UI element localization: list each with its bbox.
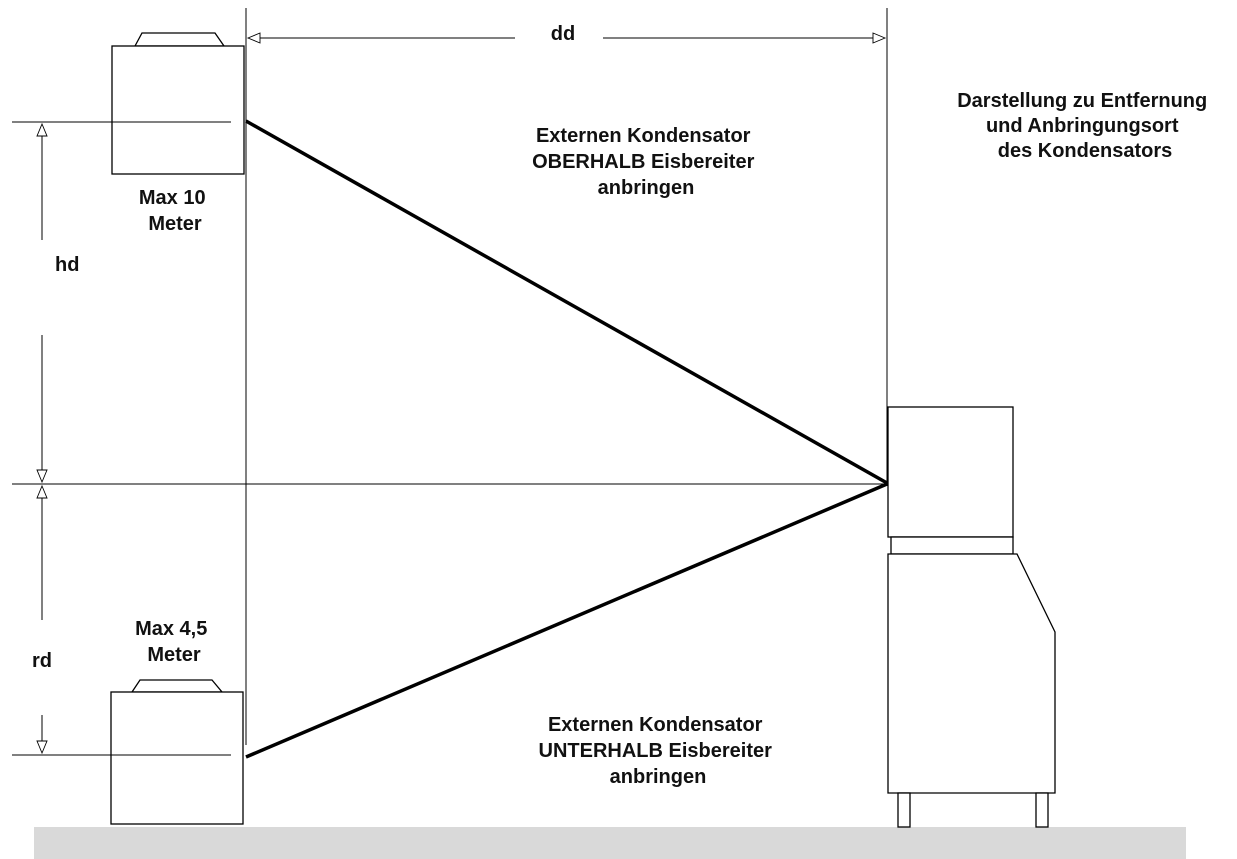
condenser-lower-body xyxy=(110,691,244,825)
condenser-upper xyxy=(111,32,245,175)
max-upper-label: Max 10 Meter xyxy=(139,187,211,235)
ice-machine-leg-right xyxy=(1035,792,1049,828)
above-instruction: Externen Kondensator OBERHALB Eisbereite… xyxy=(532,125,760,199)
below-instruction: Externen Kondensator UNTERHALB Eisbereit… xyxy=(539,714,778,788)
ice-machine-leg-left xyxy=(897,792,911,828)
rd-label: rd xyxy=(32,650,52,672)
ice-machine xyxy=(887,406,1056,828)
dd-arrowhead-left xyxy=(246,32,261,44)
condenser-upper-body xyxy=(111,45,245,175)
hd-label: hd xyxy=(55,254,79,276)
connection-line-lower xyxy=(245,482,888,759)
condenser-lower xyxy=(110,679,244,825)
dd-label: dd xyxy=(551,23,575,45)
max-lower-label: Max 4,5 Meter xyxy=(135,618,213,666)
rd-arrowhead-top xyxy=(36,484,48,499)
ice-machine-bin xyxy=(887,553,1056,794)
condenser-upper-fan-cap xyxy=(133,32,226,47)
ice-machine-head xyxy=(887,406,1014,538)
connection-line-upper xyxy=(245,119,888,485)
ground-floor xyxy=(34,827,1186,859)
hd-arrowhead-bottom xyxy=(36,469,48,484)
hd-arrowhead-top xyxy=(36,122,48,137)
dd-arrowhead-right xyxy=(872,32,887,44)
condenser-lower-fan-cap xyxy=(130,679,224,693)
ice-machine-collar xyxy=(890,536,1014,555)
diagram-title: Darstellung zu Entfernung und Anbringung… xyxy=(957,90,1213,162)
rd-arrowhead-bottom xyxy=(36,740,48,755)
